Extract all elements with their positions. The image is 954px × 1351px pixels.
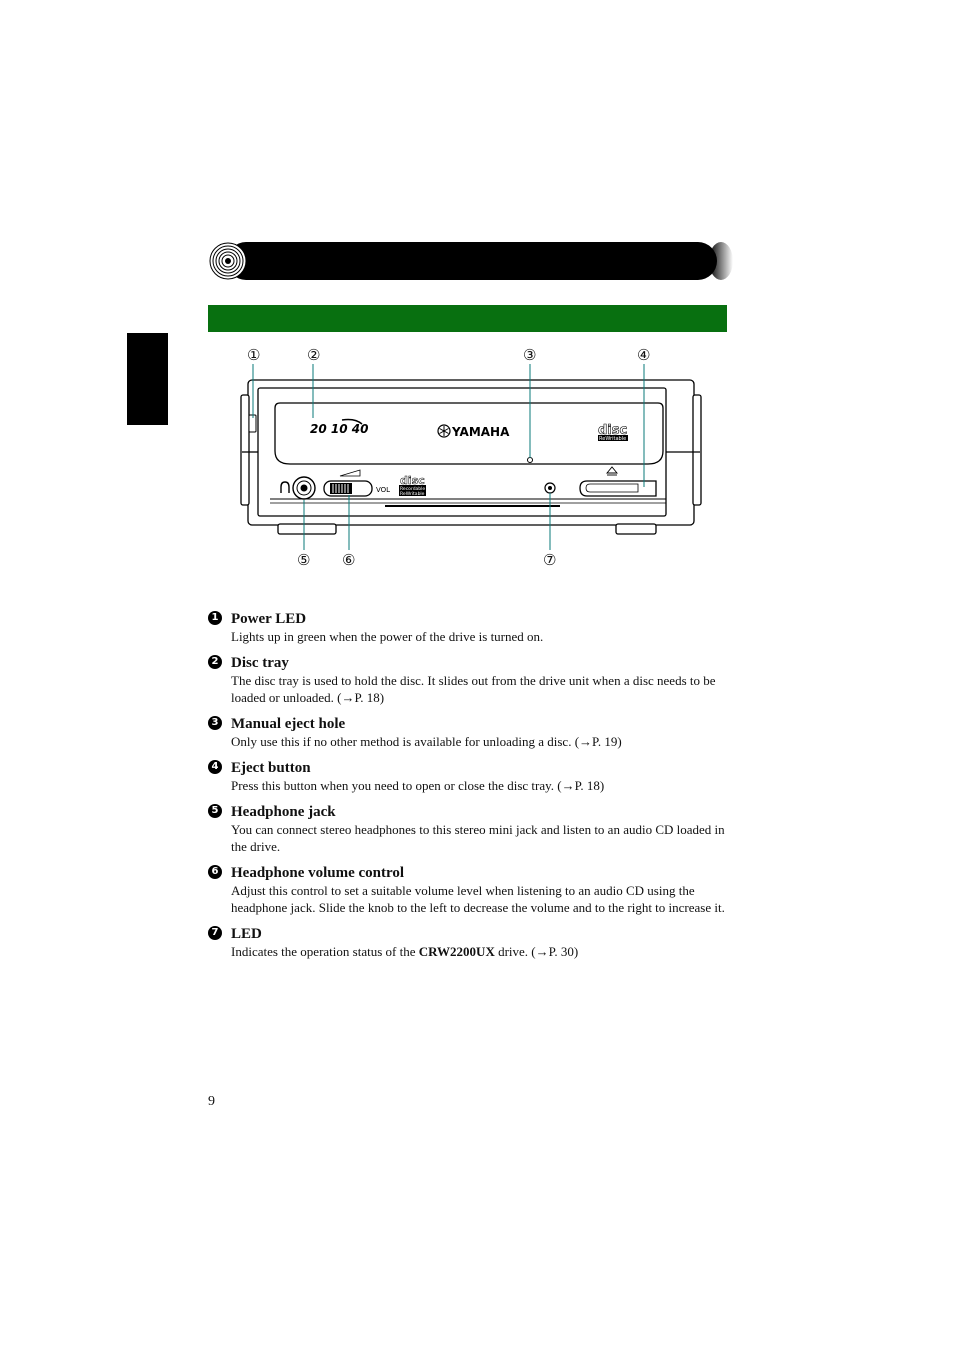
disc-logo2-line1: Recordable	[400, 486, 425, 492]
brand-label: YAMAHA	[451, 425, 510, 439]
item-number: 3	[208, 716, 222, 730]
item-number: 6	[208, 865, 222, 879]
disc-tray	[274, 402, 664, 465]
item-description: Indicates the operation status of the CR…	[231, 943, 728, 960]
callout-6: ⑥	[342, 551, 355, 569]
item-description: Press this button when you need to open …	[231, 778, 605, 793]
list-item: 6 Headphone volume control Adjust this c…	[208, 864, 728, 916]
yamaha-logo: YAMAHA	[437, 424, 510, 439]
list-item: 7 LED Indicates the operation status of …	[208, 925, 728, 960]
vol-label: VOL	[376, 486, 390, 494]
item-title: Power LED	[231, 611, 307, 627]
item-title: LED	[231, 926, 262, 942]
disc-logo2-text: disc	[400, 474, 425, 487]
disc-logo-text: disc	[598, 423, 627, 438]
side-tab-marker	[127, 333, 168, 425]
callout-2: ②	[307, 346, 320, 364]
eject-button[interactable]	[579, 480, 657, 497]
speed-label: 20 10 40	[310, 422, 368, 436]
component-list: 1 Power LED Lights up in green when the …	[208, 610, 728, 969]
compact-disc-recordable-logo: disc Recordable ReWritable	[399, 474, 426, 497]
section-header-bar	[208, 305, 727, 332]
callout-4: ④	[637, 346, 650, 364]
page-number: 9	[208, 1094, 215, 1109]
status-led	[544, 482, 556, 494]
callout-5: ⑤	[297, 551, 310, 569]
volume-ramp-icon	[339, 469, 361, 477]
list-item: 1 Power LED Lights up in green when the …	[208, 610, 728, 645]
list-item: 3 Manual eject hole Only use this if no …	[208, 715, 728, 750]
chapter-header-bar	[209, 242, 733, 280]
drive-front-panel-diagram: ① ② ③ ④ ⑤ ⑥ ⑦ 20 10 40 YAMAHA disc ReWri…	[240, 346, 702, 569]
item-description-text: drive. (→P. 30)	[494, 944, 579, 959]
item-number: 5	[208, 804, 222, 818]
item-description: Lights up in green when the power of the…	[231, 629, 544, 644]
item-description: Only use this if no other method is avai…	[231, 734, 622, 749]
list-item: 4 Eject button Press this button when yo…	[208, 759, 728, 794]
item-number: 1	[208, 611, 222, 625]
list-item: 2 Disc tray The disc tray is used to hol…	[208, 654, 728, 706]
item-description: The disc tray is used to hold the disc. …	[231, 673, 716, 705]
item-title: Headphone jack	[231, 804, 336, 820]
item-title: Eject button	[231, 760, 311, 776]
item-title: Manual eject hole	[231, 716, 346, 732]
headphone-icon	[280, 481, 290, 493]
list-item: 5 Headphone jack You can connect stereo …	[208, 803, 728, 855]
item-number: 7	[208, 926, 222, 940]
volume-slider[interactable]	[323, 480, 373, 497]
disc-logo-badge: ReWritable	[599, 436, 626, 442]
item-number: 2	[208, 655, 222, 669]
disc-logo2-line2: ReWritable	[400, 491, 425, 497]
eject-icon	[606, 466, 618, 476]
item-number: 4	[208, 760, 222, 774]
item-title: Disc tray	[231, 655, 289, 671]
item-description: You can connect stereo headphones to thi…	[231, 822, 725, 854]
leader-lines	[252, 364, 645, 550]
item-description-text: Indicates the operation status of the	[231, 944, 419, 959]
callout-3: ③	[523, 346, 536, 364]
item-description: Adjust this control to set a suitable vo…	[231, 883, 725, 915]
headphone-jack[interactable]	[292, 476, 316, 500]
item-title: Headphone volume control	[231, 865, 405, 881]
compact-disc-rewritable-logo: disc ReWritable	[598, 423, 628, 442]
callout-7: ⑦	[543, 551, 556, 569]
callout-1: ①	[247, 346, 260, 364]
model-name: CRW2200UX	[418, 944, 495, 959]
manual-eject-hole	[527, 457, 533, 463]
disc-icon	[209, 242, 247, 280]
